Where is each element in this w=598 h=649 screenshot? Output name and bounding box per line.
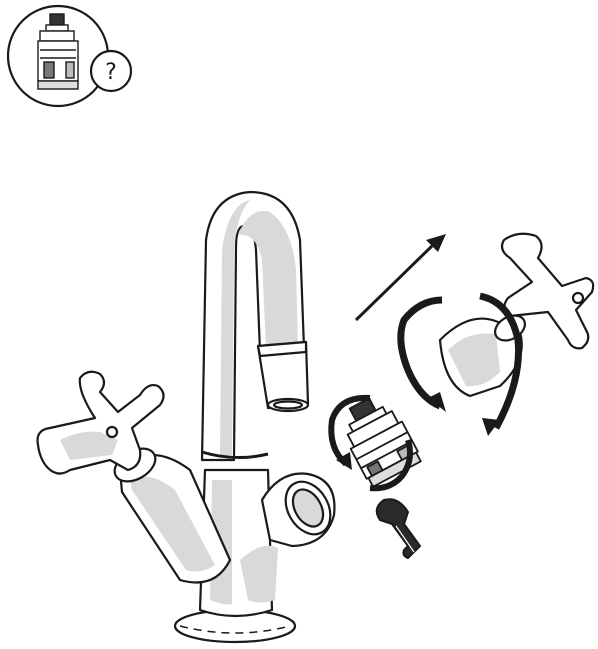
wrench-icon: [377, 499, 420, 558]
remove-arrow-icon: [356, 234, 446, 320]
question-mark: ?: [105, 60, 117, 85]
cartridge-question-badge: ?: [8, 6, 131, 106]
